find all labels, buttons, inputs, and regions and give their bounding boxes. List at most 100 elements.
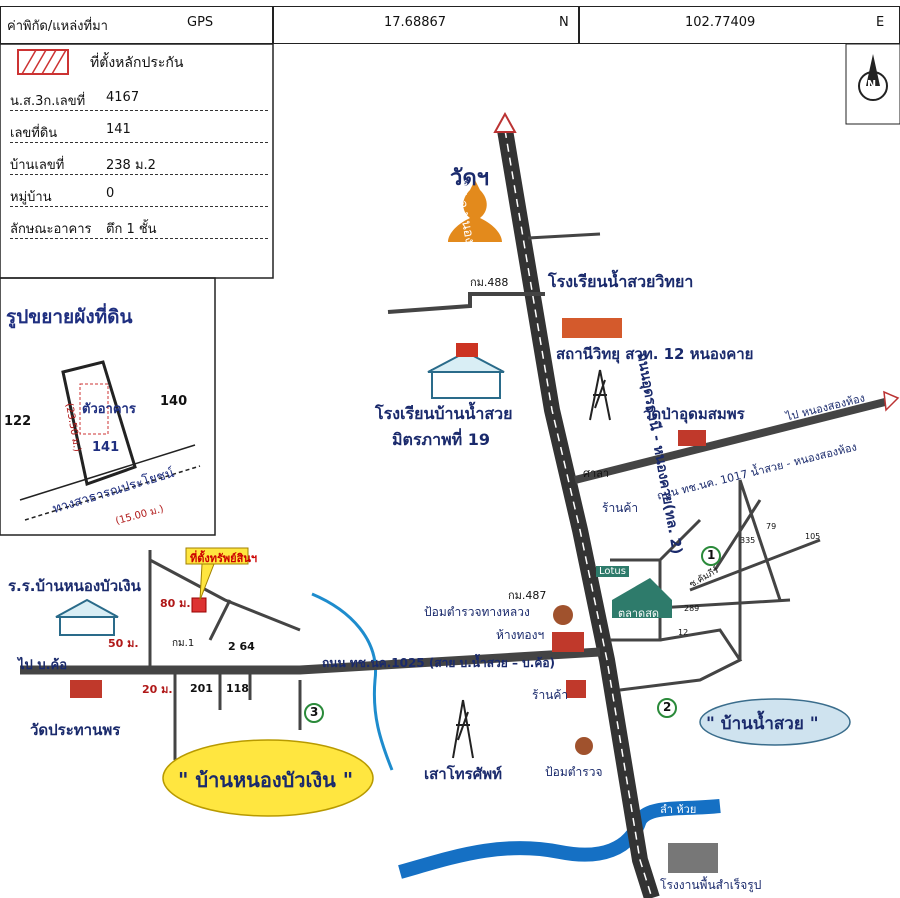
info-label: หมู่บ้าน: [10, 190, 52, 205]
info-row-building: ลักษณะอาคาร ตึก 1 ชั้น: [10, 216, 268, 239]
coord-label: ค่าพิกัด/แหล่งที่มา: [7, 19, 108, 34]
info-label: ลักษณะอาคาร: [10, 222, 92, 237]
plot-parcel: [61, 360, 137, 486]
compass-letter: N: [867, 78, 877, 91]
header-lat-cell: 17.68867 N: [273, 6, 579, 44]
info-label: เลขที่ดิน: [10, 126, 58, 141]
info-label: บ้านเลขที่: [10, 158, 65, 173]
compass-needle: [866, 54, 880, 86]
info-value: ตึก 1 ชั้น: [106, 222, 157, 237]
radio-building-icon: [562, 318, 622, 338]
header-lon-cell: 102.77409 E: [579, 6, 900, 44]
info-frame: [0, 43, 274, 279]
road-west-grid: [148, 550, 302, 760]
road-1025: [20, 647, 601, 675]
house-335-label: 335: [740, 536, 756, 545]
plot-road-line: [19, 444, 196, 501]
marker-2-label: 2: [663, 700, 672, 714]
coord-source: GPS: [187, 15, 214, 30]
header-coord-cell: ค่าพิกัด/แหล่งที่มา GPS: [0, 6, 273, 44]
village-nbw-label: " บ้านหนองบัวเงิน ": [178, 768, 354, 792]
village-nsw-bubble: [699, 698, 851, 746]
info-row-village: หมู่บ้าน 0: [10, 184, 268, 207]
school-bns-label-2: มิตรภาพที่ 19: [392, 430, 490, 449]
house-12-label: 12: [678, 628, 689, 637]
temple-top-label: วัดฯ: [450, 166, 489, 191]
plot-building: [79, 383, 109, 435]
tower-radio-icon: [589, 369, 611, 421]
plot-parcel-label: 141: [92, 440, 120, 455]
plot-left-neighbor: 122: [4, 414, 32, 429]
factory-icon: [668, 843, 718, 873]
school-nbw-roof: [55, 598, 119, 618]
gold-shop-icon: [552, 632, 584, 652]
house-79-label: 79: [766, 522, 777, 531]
police-label: ป้อมตำรวจ: [545, 765, 603, 779]
km1-label: กม.1: [172, 638, 195, 649]
radio-label: สถานีวิทยุ สวท. 12 หนองคาย: [556, 345, 754, 363]
factory-label: โรงงานพื้นสำเร็จรูป: [660, 878, 762, 892]
plot-road-line2: [24, 465, 201, 521]
plot-title: รูปขยายผังที่ดิน: [6, 306, 133, 328]
school-nbw-label: ร.ร.บ้านหนองบัวเงิน: [8, 577, 141, 595]
info-row-house: บ้านเลขที่ 238 ม.2: [10, 152, 268, 175]
buddha-icon: [448, 180, 502, 242]
wat-udom-label: วัดป่าอุดมสมพร: [643, 405, 745, 423]
dist-80-label: 80 ม.: [160, 597, 191, 610]
lat-value: 17.68867: [384, 15, 447, 30]
highway-centerline: [504, 129, 653, 898]
river-lower: [398, 799, 721, 879]
to-ko-label: ไป บ.ค้อ: [18, 658, 68, 673]
temple-udom-icon: [678, 430, 706, 446]
police-box-label: ป้อมตำรวจทางหลวง: [424, 605, 530, 619]
asset-callout: [185, 547, 249, 565]
school-bns-icon: [431, 369, 501, 399]
legend-hatch: [21, 49, 67, 75]
info-value: 238 ม.2: [106, 158, 156, 173]
gold-shop-label: ห้างทองฯ: [496, 628, 545, 642]
shop1-label: ร้านค้า: [602, 501, 639, 515]
creek-top-label: ลำ ห้วย: [660, 803, 697, 816]
lon-direction: E: [876, 15, 885, 30]
tower-label: เสาโทรศัพท์: [424, 765, 503, 783]
road-temple: [527, 232, 601, 240]
info-value: 0: [106, 186, 115, 201]
school-nsw-label: โรงเรียนน้ำสวยวิทยา: [548, 272, 694, 291]
house-264-label: 2 64: [228, 640, 255, 653]
school-bns-label-1: โรงเรียนบ้านน้ำสวย: [375, 404, 513, 423]
village-nsw-label: " บ้านน้ำสวย ": [706, 714, 819, 734]
plot-building-label: ตัวอาคาร: [82, 402, 136, 417]
asset-callout-pointer: [199, 563, 215, 601]
house-201-label: 201: [190, 682, 213, 695]
sala-label: ศาลา: [583, 467, 610, 480]
asset-marker: [191, 597, 207, 613]
lon-value: 102.77409: [685, 15, 756, 30]
house-289-label: 289: [684, 604, 700, 613]
marker-1-label: 1: [707, 548, 716, 562]
school-bns-flag: [456, 343, 478, 357]
info-row-deed: น.ส.3ก.เลขที่4167: [10, 88, 268, 111]
km488-label: กม.488: [470, 276, 509, 289]
shop2-label: ร้านค้า: [532, 688, 569, 702]
tower-phone-icon: [452, 699, 474, 759]
marker-3-label: 3: [310, 705, 319, 719]
road-1017-arrow: [883, 390, 900, 412]
plot-right-neighbor: 140: [160, 394, 188, 409]
temple-prathan-icon: [70, 680, 102, 698]
lotus-label: Lotus: [596, 566, 629, 577]
village-nbw-bubble: [162, 739, 374, 817]
marker-1: [701, 546, 721, 566]
legend-label: ที่ตั้งหลักประกัน: [90, 55, 184, 71]
road-1017: [574, 398, 886, 484]
house-118-label: 118: [226, 682, 249, 695]
dist-50-label: 50 ม.: [108, 637, 139, 650]
shop2-icon: [566, 680, 586, 698]
legend-swatch: [17, 49, 69, 75]
info-label: น.ส.3ก.เลขที่: [10, 94, 86, 109]
market-label: ตลาดสด: [618, 607, 660, 620]
asset-label: ที่ตั้งทรัพย์สินฯ: [190, 552, 258, 565]
school-bns-roof: [427, 350, 505, 373]
creek-bottom-label: ลำ ห้วย: [466, 877, 503, 890]
lat-direction: N: [559, 15, 569, 30]
